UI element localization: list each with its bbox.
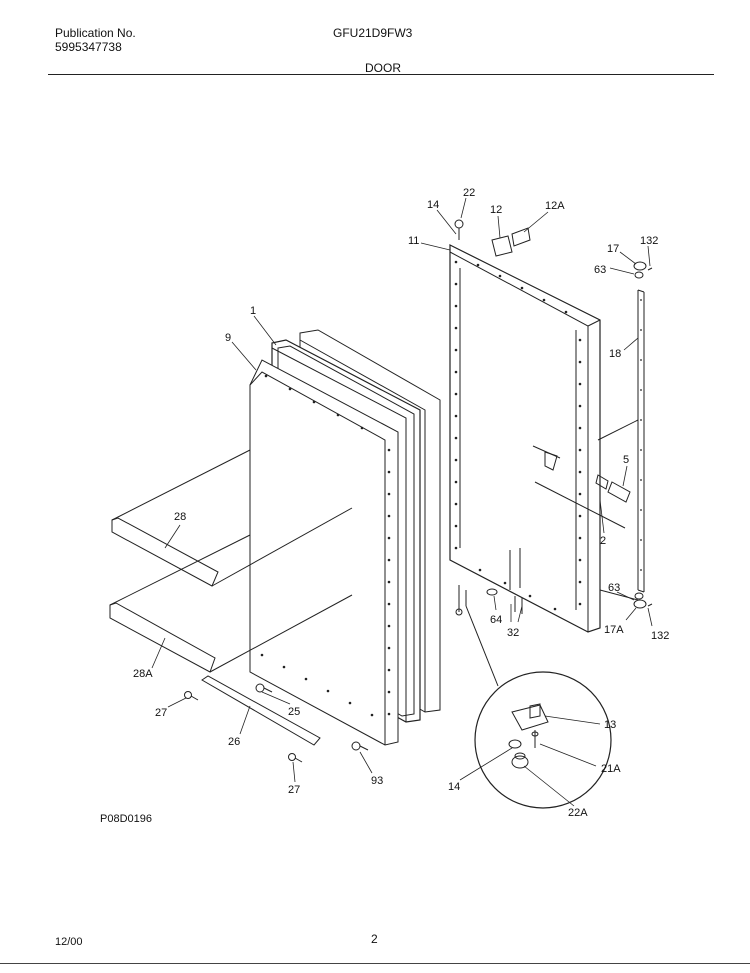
callout-9: 9 [225, 332, 231, 344]
hinge-rod [597, 289, 645, 601]
bottom-hinge-hardware [455, 585, 499, 687]
callout-17: 17 [607, 243, 619, 255]
door-shelf-upper [111, 449, 353, 587]
callout-21a: 21A [601, 763, 621, 775]
callout-63-lower: 63 [608, 582, 620, 594]
rivet-dots [260, 260, 642, 717]
publication-number: 5995347738 [55, 40, 122, 54]
callout-22a: 22A [568, 807, 588, 819]
hinge-bracket-top [633, 261, 653, 279]
section-title: DOOR [365, 61, 401, 75]
callout-28: 28 [174, 511, 186, 523]
callout-26: 26 [228, 736, 240, 748]
callout-2: 2 [600, 535, 606, 547]
top-hinge-hardware [454, 219, 531, 257]
screw-27-lower [288, 753, 303, 763]
callout-28a: 28A [133, 668, 153, 680]
leader-lines [151, 197, 653, 807]
callout-5: 5 [623, 454, 629, 466]
screw-93 [351, 741, 369, 751]
door-bottom-strip [201, 675, 321, 746]
callout-32: 32 [507, 627, 519, 639]
screw-27-upper [184, 691, 199, 701]
callout-63: 63 [594, 264, 606, 276]
callout-12a: 12A [545, 200, 565, 212]
footer-date: 12/00 [55, 936, 83, 948]
callout-14: 14 [427, 199, 439, 211]
diagram-code: P08D0196 [100, 813, 152, 825]
detail-zoom-circle [474, 671, 612, 809]
callout-22: 22 [463, 187, 475, 199]
door-outer-panel [449, 244, 631, 633]
header-rule [48, 74, 714, 75]
callout-11: 11 [408, 235, 419, 247]
screw-25 [255, 683, 273, 693]
door-shelf-lower [109, 534, 353, 673]
publication-label: Publication No. [55, 26, 136, 40]
door-inner-liner [249, 359, 399, 746]
model-number: GFU21D9FW3 [333, 26, 413, 40]
callout-64: 64 [490, 614, 502, 626]
footer-rule [0, 963, 750, 964]
callout-12: 12 [490, 204, 502, 216]
callout-27: 27 [155, 707, 167, 719]
callout-labels: 22 14 12 12A 11 17 132 63 18 1 9 5 2 28 … [133, 187, 669, 819]
callout-132-lower: 132 [651, 630, 669, 642]
callout-13: 13 [604, 719, 616, 731]
callout-93: 93 [371, 775, 383, 787]
page-number: 2 [371, 932, 378, 946]
callout-27-lower: 27 [288, 784, 300, 796]
callout-18: 18 [609, 348, 621, 360]
callout-17a: 17A [604, 624, 624, 636]
hinge-bracket-bottom [633, 592, 653, 609]
callout-14-lower: 14 [448, 781, 460, 793]
callout-25: 25 [288, 706, 300, 718]
callout-132: 132 [640, 235, 658, 247]
callout-1: 1 [250, 305, 256, 317]
